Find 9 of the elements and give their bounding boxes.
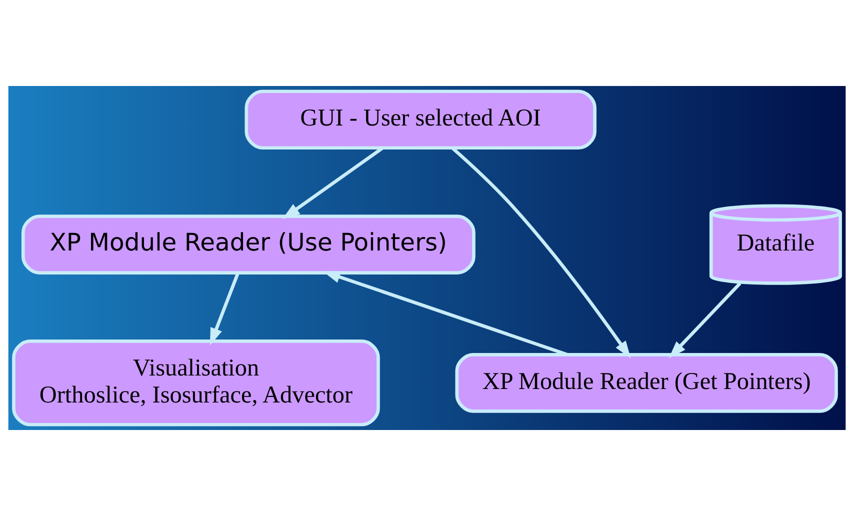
- node-box: XP Module Reader (Get Pointers): [455, 353, 838, 413]
- arrow: [668, 282, 742, 358]
- node-box: XP Module Reader (Use Pointers): [21, 214, 476, 274]
- node-box: GUI - User selected AOI: [244, 90, 596, 150]
- arrow: [451, 146, 631, 358]
- arrow: [210, 272, 240, 346]
- arrow: [282, 146, 384, 220]
- arrow: [322, 271, 568, 356]
- node-box: Visualisation Orthoslice, Isosurface, Advector: [12, 340, 380, 426]
